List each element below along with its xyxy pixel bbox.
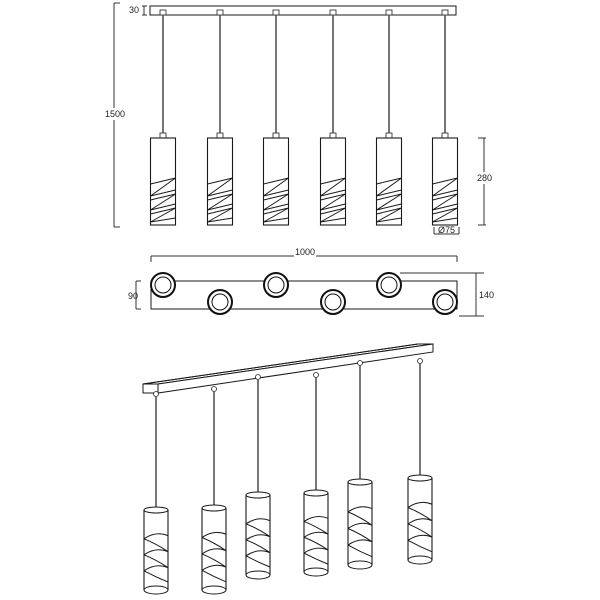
- canopy-height-dimension: 30: [129, 5, 147, 16]
- overall-width-dimension: 140: [400, 272, 494, 317]
- front-pendant: [262, 9, 290, 226]
- spiral-cut: [432, 177, 458, 223]
- shade-diameter-label: Ø75: [438, 225, 455, 235]
- top-plan-view: 1000 90 140: [128, 246, 494, 317]
- canopy-height-label: 30: [129, 5, 139, 15]
- spiral-cut: [263, 177, 289, 223]
- iso-pendants: [143, 358, 433, 595]
- shade-body: [303, 493, 329, 572]
- shade-body: [407, 478, 433, 560]
- iso-pendant: [201, 386, 227, 595]
- front-pendants: [149, 9, 459, 226]
- total-height-label: 1500: [105, 109, 125, 119]
- spiral-cut: [303, 516, 329, 565]
- spiral-cut: [150, 177, 176, 223]
- spiral-cut: [201, 531, 227, 583]
- overall-width-label: 140: [479, 290, 494, 300]
- spiral-cut: [320, 177, 346, 223]
- iso-pendant: [347, 360, 373, 570]
- length-dimension: 1000: [150, 246, 458, 262]
- canopy-plate-top: [150, 280, 458, 310]
- length-label: 1000: [295, 247, 315, 257]
- shade-top-circle: [432, 289, 458, 315]
- iso-pendant: [407, 358, 433, 565]
- shade-diameter-dimension: Ø75: [433, 225, 460, 235]
- shade-top-circle: [320, 289, 346, 315]
- shade-top-circle: [263, 272, 289, 298]
- spiral-cut: [245, 518, 271, 568]
- shade-top-circle: [376, 272, 402, 298]
- front-pendant: [375, 9, 403, 226]
- shade-top-circle: [150, 272, 176, 298]
- shade-top-circles: [150, 272, 458, 315]
- total-height-dimension: 1500: [104, 2, 126, 228]
- shade-body: [143, 510, 169, 590]
- front-elevation-view: 30 1500 280 Ø75: [104, 2, 494, 235]
- width-label: 90: [128, 291, 138, 301]
- shade-body: [245, 495, 271, 575]
- canopy-bar: [149, 5, 457, 16]
- spiral-cut: [407, 501, 433, 553]
- spiral-cut: [376, 177, 402, 223]
- iso-pendant: [245, 374, 271, 580]
- shade-body: [347, 482, 373, 565]
- shade-height-dimension: 280: [476, 137, 494, 226]
- spiral-cut: [347, 506, 373, 558]
- front-pendant: [431, 9, 459, 226]
- front-pendant: [319, 9, 347, 226]
- width-dimension: 90: [128, 280, 141, 310]
- isometric-view: [142, 343, 434, 595]
- iso-pendant: [143, 391, 169, 595]
- iso-canopy-bar: [142, 343, 434, 394]
- front-pendant: [149, 9, 177, 226]
- shade-top-circle: [207, 289, 233, 315]
- iso-pendant: [303, 372, 329, 577]
- spiral-cut: [207, 177, 233, 223]
- front-pendant: [206, 9, 234, 226]
- shade-body: [201, 508, 227, 590]
- shade-height-label: 280: [477, 173, 492, 183]
- spiral-cut: [143, 533, 169, 583]
